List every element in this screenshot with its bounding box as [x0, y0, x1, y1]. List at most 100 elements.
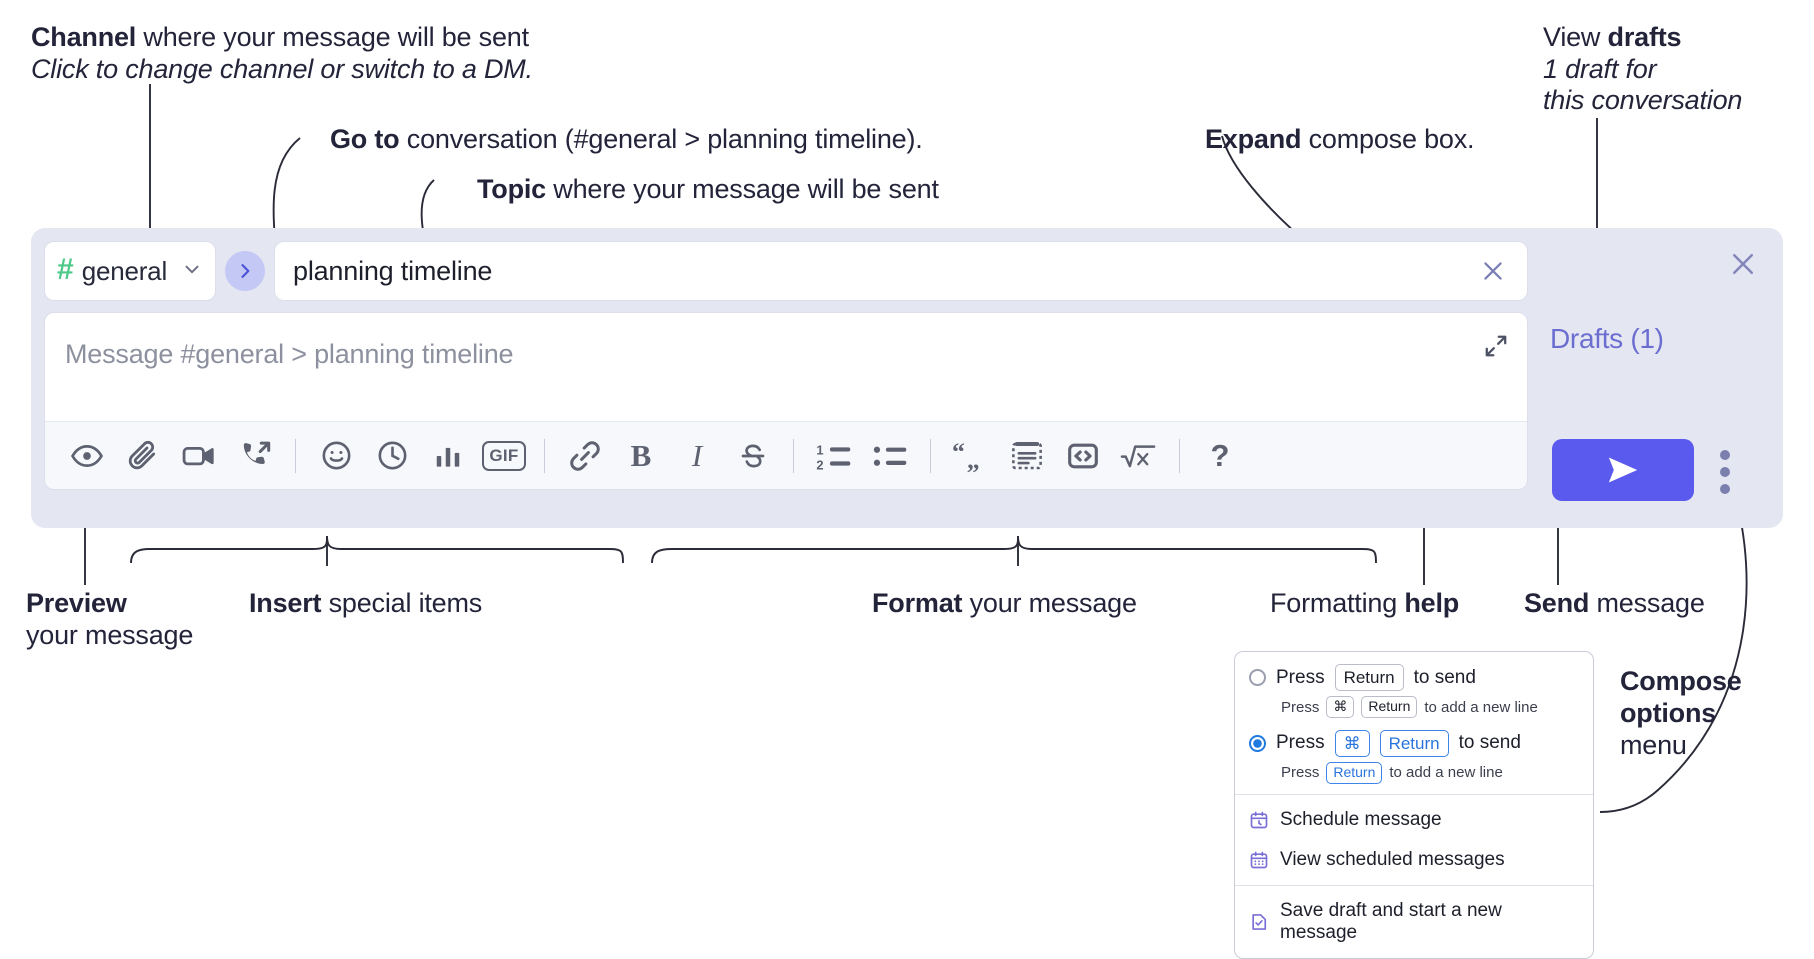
opt1-pre: Press: [1276, 666, 1325, 688]
calendar-clock-icon: [1249, 810, 1269, 830]
opt1-sub-post: to add a new line: [1424, 698, 1538, 716]
poll-icon[interactable]: [420, 430, 476, 482]
svg-text:“: “: [952, 439, 965, 466]
close-compose-button[interactable]: [1723, 244, 1763, 284]
emoji-icon[interactable]: [308, 430, 364, 482]
toolbar-divider: [793, 438, 794, 473]
annotation-help-rest: Formatting: [1270, 588, 1405, 618]
kebab-dot: [1720, 450, 1730, 460]
annotation-channel-bold: Channel: [31, 22, 137, 52]
annotation-compose-options-line2: options: [1620, 697, 1717, 728]
radio-selected[interactable]: [1249, 734, 1266, 752]
annotation-topic-rest: where your message will be sent: [546, 174, 939, 204]
compose-main-column: # general planning timeline M: [44, 241, 1528, 490]
chevron-down-icon: [181, 258, 203, 285]
topic-input[interactable]: planning timeline: [274, 241, 1528, 301]
eye-icon[interactable]: [59, 430, 115, 482]
annotation-format-bold: Format: [872, 588, 963, 618]
annotation-expand: Expand compose box.: [1205, 124, 1625, 156]
bold-icon[interactable]: B: [613, 430, 669, 482]
send-paper-plane-icon: [1608, 457, 1638, 483]
menu-item-label: Schedule message: [1280, 808, 1442, 830]
opt2-post: to send: [1458, 732, 1521, 754]
annotation-insert: Insert special items: [249, 588, 669, 620]
italic-label: I: [691, 437, 703, 473]
clock-icon[interactable]: [364, 430, 420, 482]
opt2-sub-post: to add a new line: [1389, 764, 1503, 782]
send-option-1[interactable]: Press Return to send Press ⌘ Return to a…: [1249, 664, 1579, 718]
annotation-goto-bold: Go to: [330, 124, 400, 154]
annotation-topic-bold: Topic: [477, 174, 546, 204]
annotation-preview: Preview your message: [26, 588, 256, 651]
blockquote-icon[interactable]: “ „: [943, 430, 999, 482]
toolbar-divider: [295, 438, 296, 473]
compose-options-menu-button[interactable]: [1712, 450, 1738, 494]
send-option-2[interactable]: Press ⌘ Return to send Press Return to a…: [1249, 729, 1579, 784]
clear-topic-button[interactable]: [1475, 253, 1511, 289]
ordered-list-icon[interactable]: 1 2: [806, 430, 862, 482]
toolbar-divider: [1179, 438, 1180, 473]
menu-item-schedule-message[interactable]: Schedule message: [1235, 800, 1593, 840]
inline-code-icon[interactable]: [1055, 430, 1111, 482]
message-placeholder: Message #general > planning timeline: [65, 339, 514, 369]
svg-text:2: 2: [816, 457, 823, 472]
hash-icon: #: [57, 253, 74, 286]
annotation-drafts: View drafts 1 draft for this conversatio…: [1543, 22, 1814, 117]
draft-section: Save draft and start a new message: [1235, 886, 1593, 958]
code-block-icon[interactable]: [999, 430, 1055, 482]
topic-value: planning timeline: [293, 255, 493, 286]
annotation-preview-line2: your message: [26, 619, 194, 650]
chevron-right-icon: [241, 264, 250, 278]
menu-divider: [1235, 793, 1593, 795]
annotation-send-bold: Send: [1524, 588, 1590, 618]
compose-widget: # general planning timeline M: [31, 228, 1783, 528]
opt2-pre: Press: [1276, 732, 1325, 754]
annotation-drafts-line2: 1 draft for: [1543, 53, 1657, 84]
paperclip-icon[interactable]: [115, 430, 171, 482]
opt2-key-cmd: ⌘: [1334, 729, 1370, 757]
goto-conversation-button[interactable]: [225, 251, 265, 291]
opt1-post: to send: [1413, 666, 1476, 688]
opt1-sub-key-return: Return: [1361, 696, 1418, 718]
gif-icon[interactable]: GIF: [476, 430, 532, 482]
schedule-section: Schedule message View scheduled messages: [1235, 795, 1593, 885]
send-message-button[interactable]: [1552, 439, 1694, 501]
italic-icon[interactable]: I: [669, 430, 725, 482]
expand-compose-button[interactable]: [1479, 329, 1513, 363]
annotation-expand-bold: Expand: [1205, 124, 1302, 154]
math-icon[interactable]: [1111, 430, 1167, 482]
toolbar-divider: [544, 438, 545, 473]
opt2-sub-pre: Press: [1281, 764, 1320, 782]
channel-name-label: general: [81, 255, 168, 286]
message-input-box[interactable]: Message #general > planning timeline: [44, 312, 1528, 490]
channel-selector[interactable]: # general: [44, 241, 216, 301]
annotation-insert-rest: special items: [321, 588, 483, 618]
menu-item-save-draft[interactable]: Save draft and start a new message: [1235, 891, 1593, 953]
annotation-channel: Channel where your message will be sent …: [31, 22, 651, 85]
annotation-format: Format your message: [872, 588, 1292, 620]
annotation-compose-options: Compose options menu: [1620, 666, 1814, 762]
drafts-link[interactable]: Drafts (1): [1550, 323, 1664, 354]
help-icon[interactable]: ?: [1192, 430, 1248, 482]
compose-options-menu: Press Return to send Press ⌘ Return to a…: [1234, 651, 1594, 959]
annotation-formatting-help: Formatting help: [1270, 588, 1550, 620]
link-icon[interactable]: [557, 430, 613, 482]
opt2-key-return: Return: [1379, 729, 1449, 757]
menu-divider: [1235, 884, 1593, 886]
annotation-expand-rest: compose box.: [1301, 124, 1475, 154]
strikethrough-icon[interactable]: [725, 430, 781, 482]
opt2-sub-key-return: Return: [1326, 762, 1383, 784]
annotation-goto-rest: conversation (#general > planning timeli…: [399, 124, 923, 154]
phone-forward-icon[interactable]: [227, 430, 283, 482]
annotation-send-rest: message: [1589, 588, 1705, 618]
annotation-channel-rest: where your message will be sent: [136, 22, 529, 52]
gif-label: GIF: [482, 440, 526, 471]
formatting-toolbar: GIF B I: [45, 421, 1527, 489]
radio-unselected[interactable]: [1249, 669, 1266, 687]
video-camera-icon[interactable]: [171, 430, 227, 482]
annotation-insert-bold: Insert: [249, 588, 322, 618]
menu-item-view-scheduled-messages[interactable]: View scheduled messages: [1235, 840, 1593, 880]
annotation-compose-options-line3: menu: [1620, 729, 1687, 760]
bulleted-list-icon[interactable]: [862, 430, 918, 482]
expand-arrows-icon: [1485, 335, 1507, 357]
